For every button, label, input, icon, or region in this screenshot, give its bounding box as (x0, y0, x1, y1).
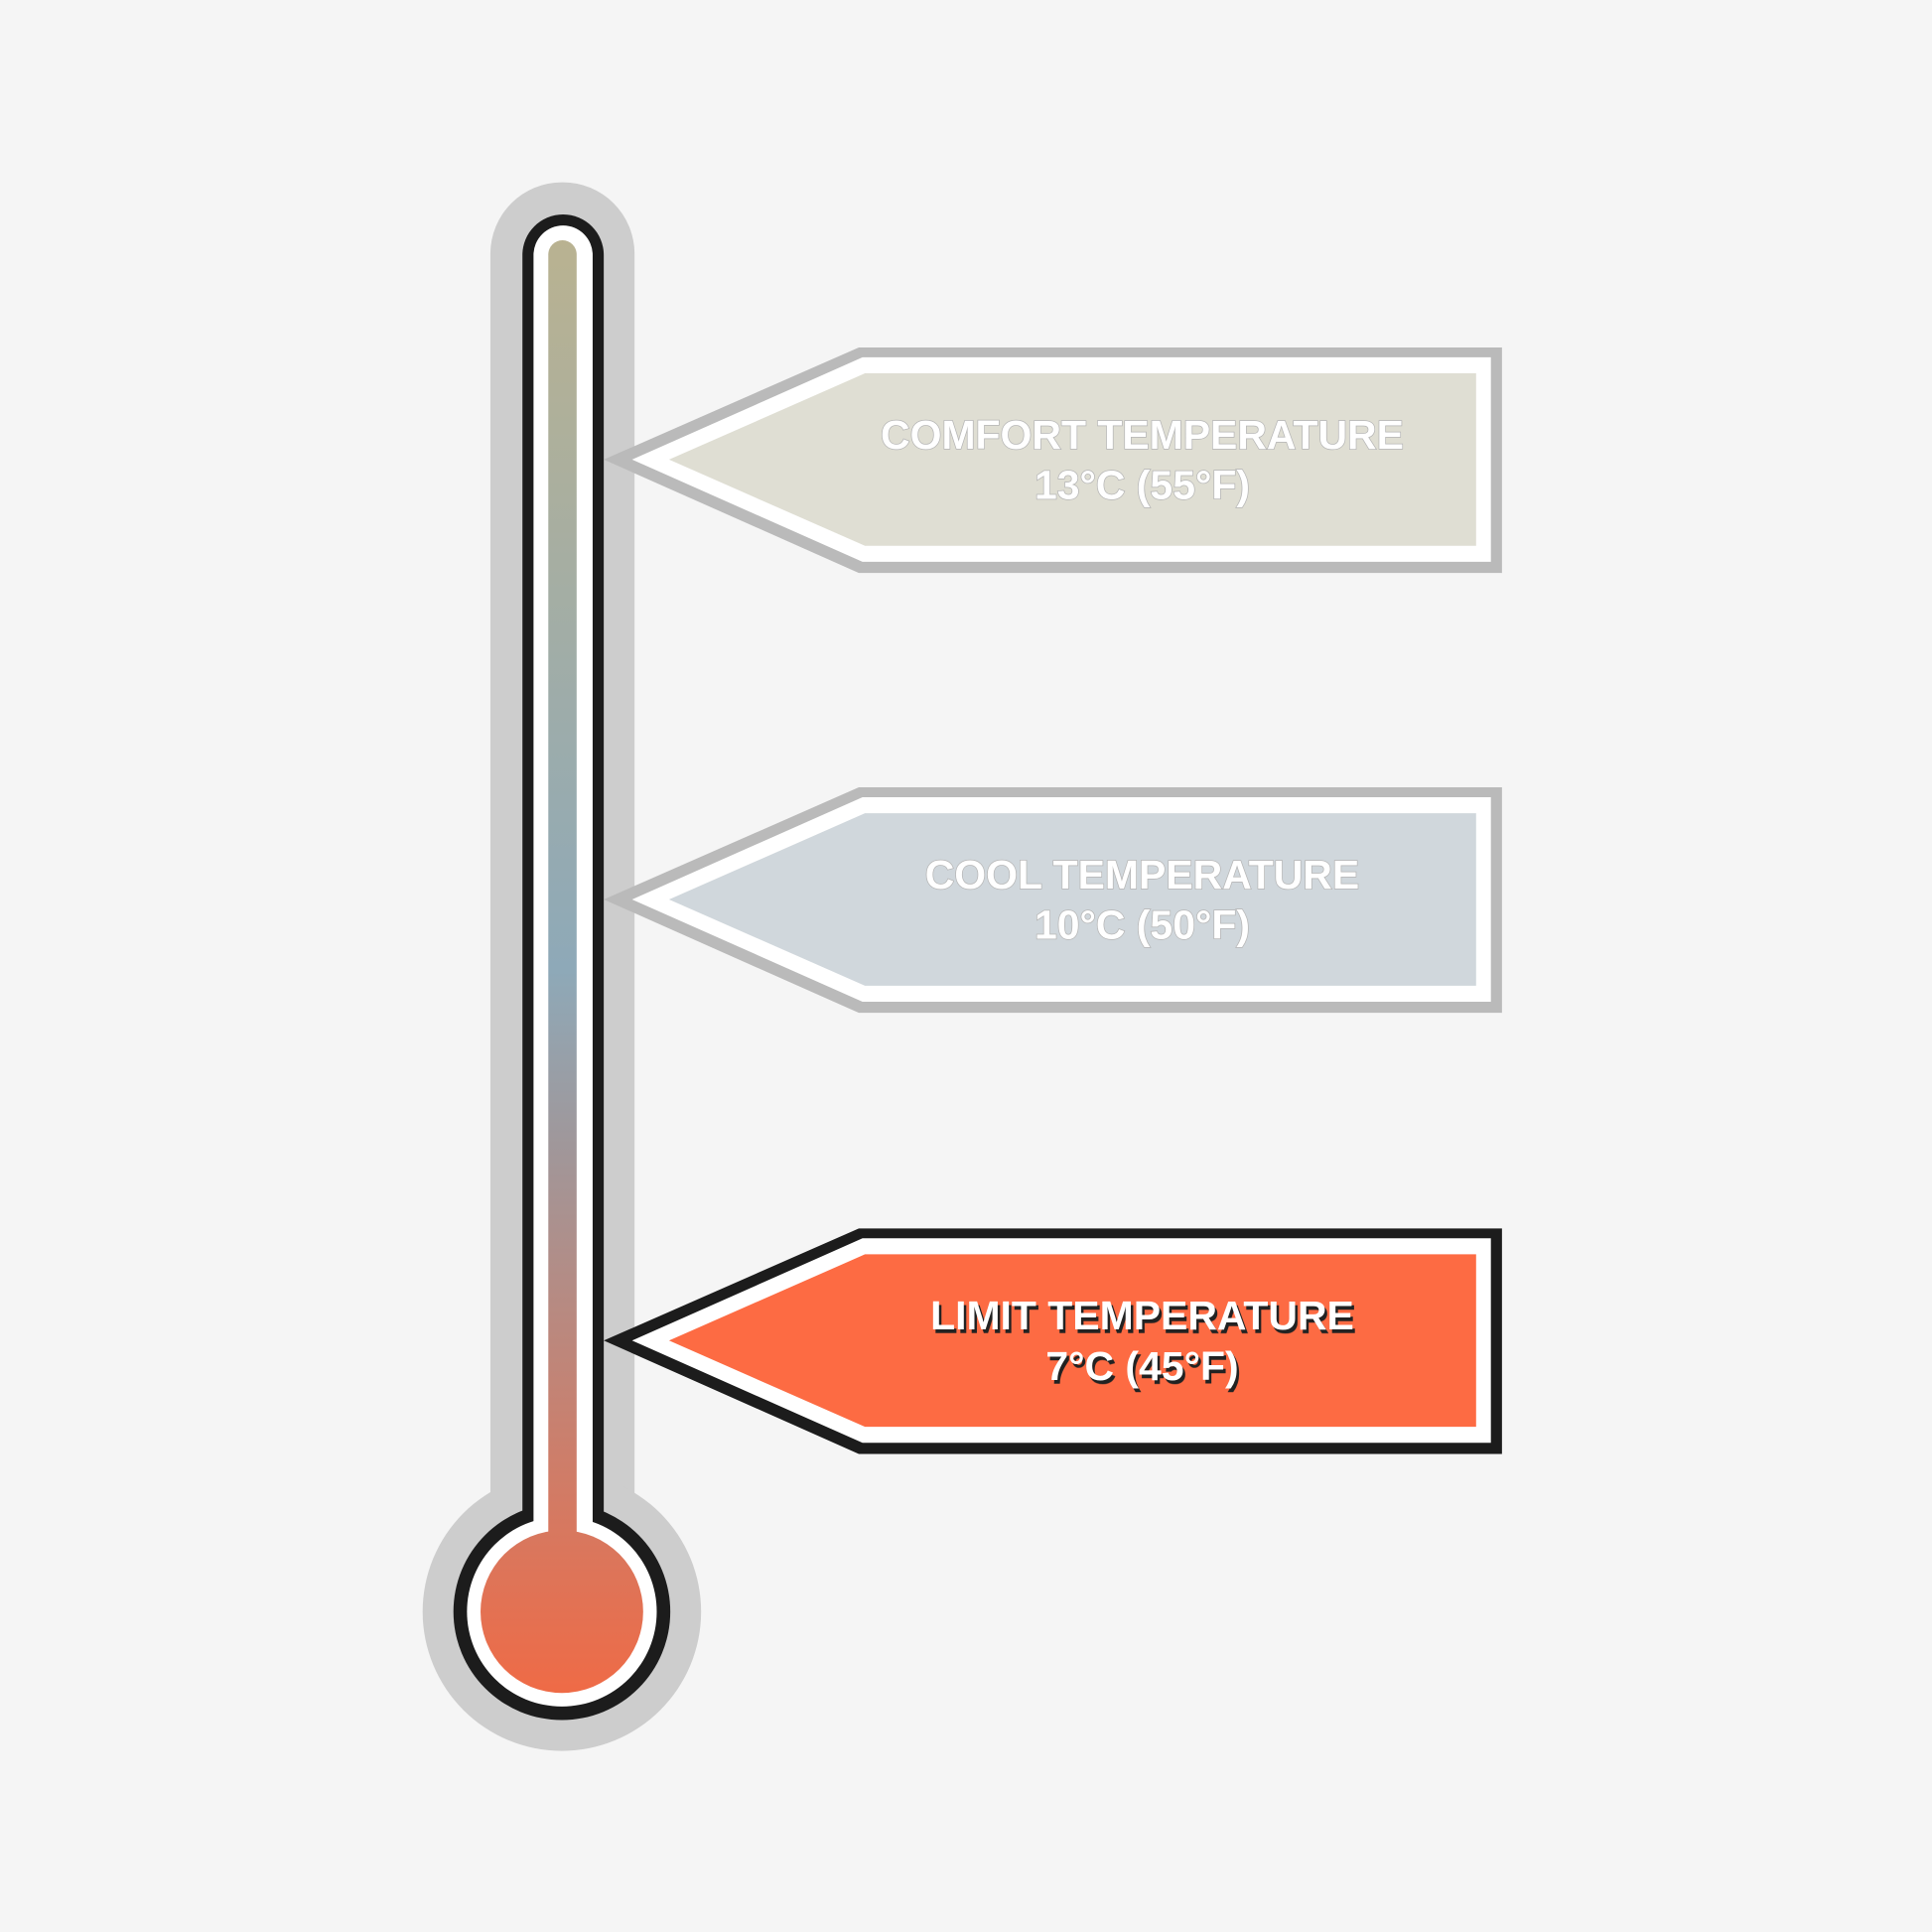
temperature-tag: COOL TEMPERATURE 10°C (50°F) (604, 787, 1502, 1014)
thermometer-mercury (481, 240, 643, 1694)
tag-value: 10°C (50°F) (1035, 902, 1250, 948)
tag-fill (668, 373, 1476, 546)
tag-fill (668, 813, 1476, 986)
tag-value: 13°C (55°F) (1035, 463, 1250, 508)
tag-title: COOL TEMPERATURE (925, 852, 1359, 897)
thermometer (422, 182, 702, 1751)
tag-value: 7°C (45°F) (1045, 1343, 1238, 1389)
tag-title: COMFORT TEMPERATURE (881, 412, 1404, 458)
temperature-tag: COMFORT TEMPERATURE 13°C (55°F) (604, 346, 1502, 574)
tag-fill (668, 1254, 1476, 1428)
tag-title: LIMIT TEMPERATURE (930, 1293, 1354, 1338)
temperature-tag: LIMIT TEMPERATURE 7°C (45°F) (604, 1228, 1502, 1454)
